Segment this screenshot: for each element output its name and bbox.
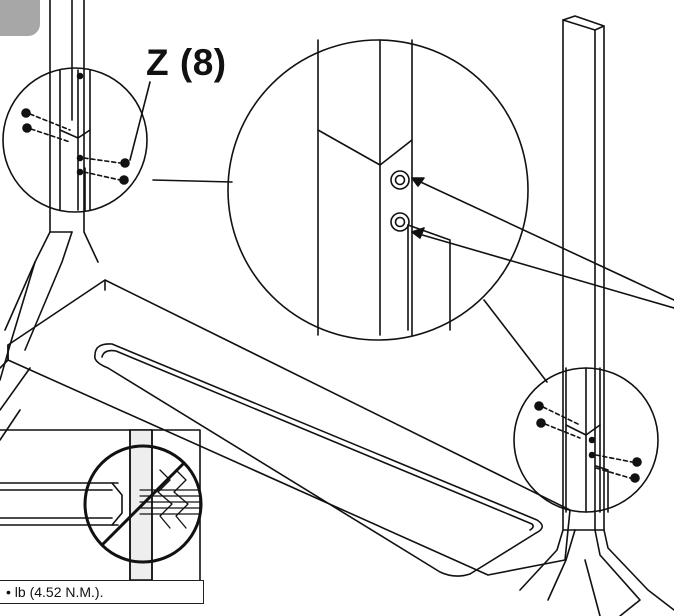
- magnified-detail-circle: [227, 39, 529, 341]
- detail-circle-top-left: [2, 67, 148, 213]
- screw-icon: [21, 72, 130, 185]
- step-tab: [0, 0, 40, 36]
- right-upright-post: [519, 15, 674, 616]
- part-label: Z (8): [146, 42, 227, 83]
- no-overtighten-icon: [83, 444, 203, 564]
- shelf-tray: [0, 279, 571, 577]
- torque-note: • lb (4.52 N.M.).: [0, 580, 204, 604]
- pointer-arrows: [411, 177, 674, 309]
- detail-circle-bottom-right: [513, 367, 659, 513]
- left-upright-post: [0, 0, 99, 381]
